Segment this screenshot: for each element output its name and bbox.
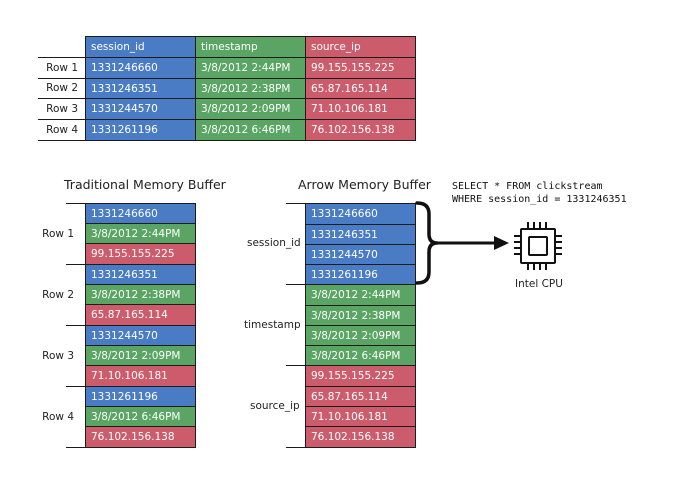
top-cell-session-id: 1331261196 [86,120,196,141]
top-row-label: Row 1 [46,62,78,74]
arrow-buffer: session_id timestamp source_ip 133124666… [0,195,420,455]
arrow-cell-timestamp: 3/8/2012 2:38PM [306,306,416,326]
top-cell-source-ip: 65.87.165.114 [306,79,416,99]
header-timestamp: timestamp [196,37,306,58]
header-session-id: session_id [86,37,196,58]
cpu-chip-icon [514,222,562,270]
traditional-row-label: Row 4 [42,411,74,423]
arrow-cell-source-ip: 65.87.165.114 [306,387,416,407]
top-cell-source-ip: 99.155.155.225 [306,58,416,79]
top-row-label: Row 3 [46,103,78,115]
traditional-cell-timestamp: 3/8/2012 2:38PM [86,285,196,305]
sql-query-line-2: WHERE session_id = 1331246351 [452,194,627,205]
top-cell-timestamp: 3/8/2012 2:09PM [196,99,306,120]
traditional-cell-timestamp: 3/8/2012 6:46PM [86,407,196,427]
traditional-cell-timestamp: 3/8/2012 2:44PM [86,224,196,244]
arrow-cell-session-id: 1331246660 [306,204,416,225]
top-cell-timestamp: 3/8/2012 6:46PM [196,120,306,141]
arrow-cell-timestamp: 3/8/2012 2:09PM [306,326,416,346]
arrow-cell-session-id: 1331244570 [306,245,416,265]
traditional-cell-source-ip: 65.87.165.114 [86,305,196,326]
top-cell-session-id: 1331246351 [86,79,196,99]
arrow-cell-source-ip: 71.10.106.181 [306,407,416,427]
traditional-row-label: Row 3 [42,350,74,362]
top-table: session_id timestamp source_ip Row 1 Row… [0,0,696,150]
traditional-row-label: Row 2 [42,289,74,301]
curly-brace-arrow [415,201,509,285]
top-cell-timestamp: 3/8/2012 2:38PM [196,79,306,99]
arrow-group-label-source-ip: source_ip [250,400,300,412]
arrow-cell-source-ip: 76.102.156.138 [306,427,416,448]
sql-query-line-1: SELECT * FROM clickstream [452,181,603,192]
arrow-buffer-title: Arrow Memory Buffer [298,177,431,192]
top-cell-timestamp: 3/8/2012 2:44PM [196,58,306,79]
arrow-cell-timestamp: 3/8/2012 6:46PM [306,346,416,366]
arrow-cell-session-id: 1331246351 [306,225,416,245]
top-cell-session-id: 1331246660 [86,58,196,79]
traditional-cell-session-id: 1331246660 [86,204,196,224]
traditional-cell-session-id: 1331244570 [86,326,196,346]
traditional-cell-session-id: 1331246351 [86,265,196,285]
traditional-cell-source-ip: 99.155.155.225 [86,244,196,265]
top-row-label: Row 4 [46,124,78,136]
header-source-ip: source_ip [306,37,416,58]
traditional-cell-source-ip: 76.102.156.138 [86,427,196,448]
top-row-label: Row 2 [46,82,78,94]
top-cell-source-ip: 71.10.106.181 [306,99,416,120]
arrow-cell-timestamp: 3/8/2012 2:44PM [306,285,416,306]
traditional-buffer-title: Traditional Memory Buffer [64,177,226,192]
traditional-cell-session-id: 1331261196 [86,387,196,407]
traditional-buffer: Row 1 Row 2 Row 3 Row 4 1331246660 3/8/2… [0,195,260,455]
arrow-cell-session-id: 1331261196 [306,265,416,285]
arrow-cell-source-ip: 99.155.155.225 [306,366,416,387]
traditional-cell-source-ip: 71.10.106.181 [86,366,196,387]
traditional-row-label: Row 1 [42,228,74,240]
arrow-group-label-session-id: session_id [247,237,301,249]
cpu-label: Intel CPU [515,278,563,290]
top-cell-source-ip: 76.102.156.138 [306,120,416,141]
top-cell-session-id: 1331244570 [86,99,196,120]
arrow-group-label-timestamp: timestamp [244,319,301,331]
traditional-cell-timestamp: 3/8/2012 2:09PM [86,346,196,366]
